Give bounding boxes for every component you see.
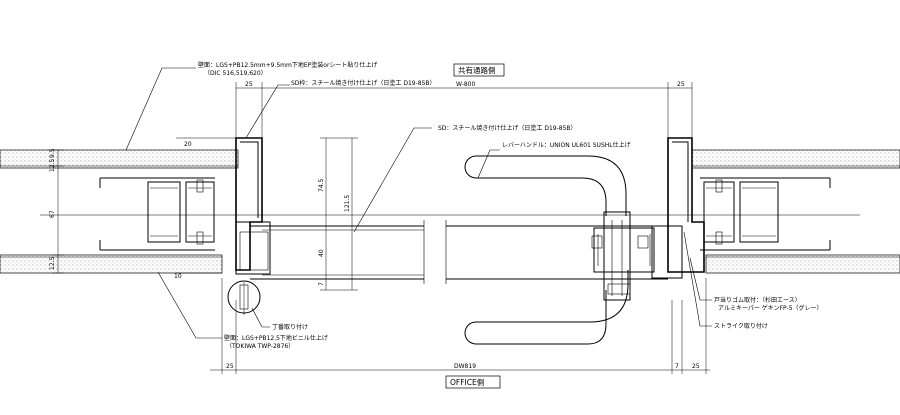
lever-handle [464, 155, 655, 345]
dim-7: 7 [318, 282, 325, 286]
dim-bottom-7: 7 [675, 363, 679, 370]
dim-bottom-right-25: 25 [692, 363, 700, 370]
office-side-label: OFFICE側 [450, 377, 484, 387]
left-lgs-stud [99, 177, 215, 251]
dim-left-67: 67 [49, 210, 56, 218]
wall-top-note: 壁面：LGS+PB12.5mm+9.5mm下地EP塗装orシート貼り仕上げ [198, 61, 377, 69]
wall-top-note-sub: （DIC 516,519,620） [204, 70, 267, 77]
door-stop-note-sub: アルミキーパー ゲキンFP-5（グレー） [718, 304, 823, 312]
left-wall [0, 149, 239, 274]
strike-note: ストライク取り付け [714, 322, 768, 330]
office-side-box [445, 375, 501, 389]
left-door-frame [235, 137, 271, 275]
dim-top-right-25: 25 [677, 81, 685, 88]
dim-74-5: 74.5 [318, 178, 325, 192]
corridor-side-label: 共有通路側 [458, 65, 496, 75]
right-wall [691, 149, 900, 274]
dim-bottom-left-25: 25 [226, 363, 234, 370]
dim-40: 40 [318, 249, 325, 257]
dim-top-w800: W-800 [456, 81, 475, 88]
wall-bottom-note-sub: （TOKIWA TWP-2876） [226, 343, 294, 350]
dim-left-12-5b: 12.5 [49, 256, 56, 270]
corridor-side-box [453, 63, 505, 77]
dim-20: 20 [184, 141, 192, 148]
dim-top-left-25: 25 [245, 81, 253, 88]
sd-frame-note: SD枠：スチール焼き付け仕上げ（日塗工 D19-85B） [291, 79, 436, 87]
hinge-note: 丁番取り付け [272, 323, 308, 331]
leader-lines [125, 67, 712, 339]
dim-bottom-dw819: DW819 [454, 363, 476, 370]
right-lgs-stud [700, 177, 831, 251]
hinge [227, 280, 261, 315]
door-leaf [250, 220, 668, 284]
lever-handle-note: レバーハンドル：UNION UL601 SUSHL仕上げ [502, 141, 631, 149]
dim-121-5: 121.5 [344, 195, 351, 212]
wall-bottom-note: 壁面：LGS+PB12.5下地ビニル仕上げ [224, 334, 328, 342]
dim-left-12-5a: 12.5 [49, 158, 56, 172]
sd-leaf-note: SD：スチール焼き付け仕上げ（日塗工 D19-85B） [438, 124, 577, 132]
dim-10: 10 [174, 273, 182, 280]
dim-left-9-5: 9.5 [49, 148, 56, 158]
door-stop-note: 戸当りゴム取付：（杉田エース） [714, 296, 801, 304]
